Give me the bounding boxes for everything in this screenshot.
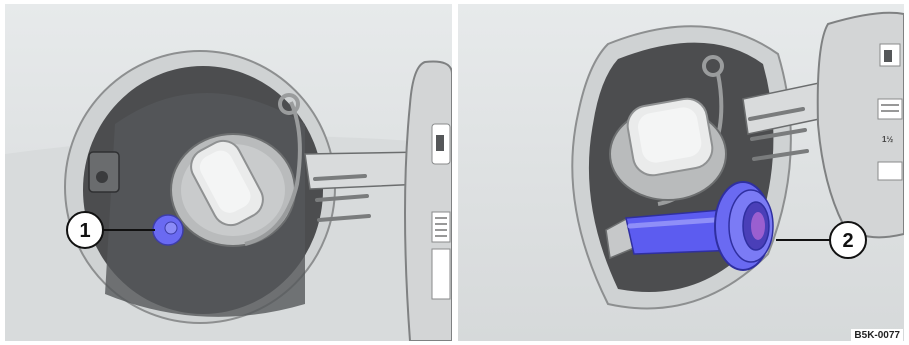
fuel-flap: 1½ (818, 13, 904, 238)
flap-latch (89, 152, 119, 192)
callout-2-number: 2 (842, 230, 853, 252)
right-illustration: 1½ 2 (458, 4, 904, 341)
adapter-socket-part (153, 215, 183, 245)
fuel-flap (405, 62, 452, 342)
fuel-cap (625, 96, 716, 179)
flap-marking: 1½ (882, 135, 893, 144)
figure-reference-code: B5K-0077 (851, 329, 903, 342)
left-illustration: 1 (5, 4, 452, 341)
callout-2: 2 (776, 222, 866, 258)
left-illustration-panel: 1 (5, 4, 452, 341)
callout-1-number: 1 (79, 220, 90, 242)
right-illustration-panel: 1½ 2 (458, 4, 904, 341)
